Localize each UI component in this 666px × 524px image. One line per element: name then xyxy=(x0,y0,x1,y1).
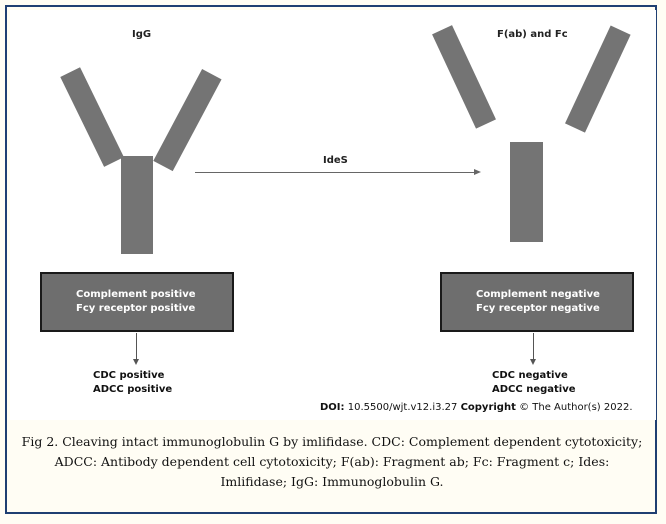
diagram-area xyxy=(10,10,656,420)
left-down-arrow-line xyxy=(136,333,137,361)
right-box-line-1: Complement negative xyxy=(476,289,600,300)
left-down-arrowhead xyxy=(133,359,139,365)
copyright-holder: © The Author(s) 2022. xyxy=(519,402,633,413)
doi-line: DOI: 10.5500/wjt.v12.i3.27 Copyright © T… xyxy=(320,402,633,413)
right-down-arrow-line xyxy=(533,333,534,361)
left-outcome-line-1: CDC positive xyxy=(93,370,165,381)
figure-caption: Fig 2. Cleaving intact immunoglobulin G … xyxy=(21,434,643,489)
right-outcome-line-1: CDC negative xyxy=(492,370,568,381)
doi-value: 10.5500/wjt.v12.i3.27 xyxy=(347,402,458,413)
right-outcome: CDC negative ADCC negative xyxy=(492,369,576,397)
right-outcome-line-2: ADCC negative xyxy=(492,384,576,395)
right-box-line-2: Fcy receptor negative xyxy=(476,303,600,314)
left-outcome-line-2: ADCC positive xyxy=(93,384,173,395)
igg-title: IgG xyxy=(132,29,152,40)
left-box-line-1: Complement positive xyxy=(76,289,196,300)
cleave-arrowhead xyxy=(474,169,481,175)
ides-label: IdeS xyxy=(323,155,348,166)
right-down-arrowhead xyxy=(530,359,536,365)
doi-label: DOI: xyxy=(320,402,345,413)
left-outcome: CDC positive ADCC positive xyxy=(93,369,172,397)
right-status-box: Complement negative Fcy receptor negativ… xyxy=(440,272,634,332)
copyright-label: Copyright xyxy=(460,402,516,413)
fc-fragment xyxy=(510,142,543,242)
igg-stem xyxy=(121,156,153,254)
cleave-arrow-line xyxy=(195,172,475,173)
left-box-line-2: Fcy receptor positive xyxy=(76,303,196,314)
left-status-box: Complement positive Fcy receptor positiv… xyxy=(40,272,234,332)
fragments-title: F(ab) and Fc xyxy=(497,29,568,40)
